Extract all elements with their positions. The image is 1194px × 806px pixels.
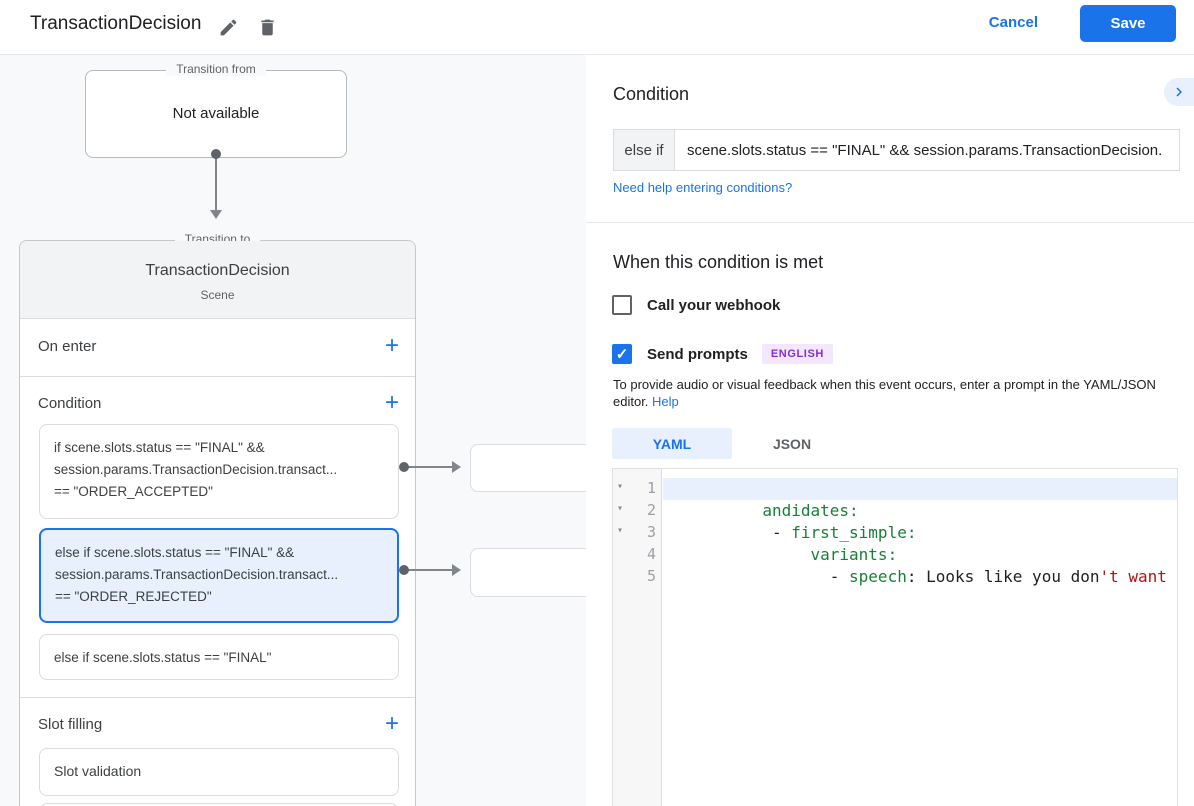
call-webhook-checkbox[interactable] <box>612 295 632 315</box>
condition-section-label: Condition <box>38 395 102 412</box>
collapse-panel-button[interactable] <box>1164 78 1194 106</box>
send-prompts-checkbox[interactable]: ✓ <box>612 344 632 364</box>
on-enter-section: On enter + <box>20 319 415 376</box>
trash-icon <box>260 19 274 35</box>
language-badge: ENGLISH <box>761 344 833 364</box>
code-line-1: andidates: <box>666 478 858 520</box>
scene-card-header[interactable]: TransactionDecision Scene <box>20 241 415 319</box>
app-header: TransactionDecision Cancel Save <box>0 0 1194 55</box>
condition-text-line: else if scene.slots.status == "FINAL" <box>54 650 272 665</box>
condition-text-line: == "ORDER_REJECTED" <box>55 589 212 604</box>
condition-expression-input[interactable] <box>674 129 1180 171</box>
connector-dot[interactable] <box>399 462 409 472</box>
yaml-code-editor[interactable]: ▾ 1 ▾ 2 ▾ 3 4 5 <box>612 468 1178 806</box>
tab-json[interactable]: JSON <box>732 428 852 459</box>
send-prompts-row: ✓ Send prompts ENGLISH <box>612 344 833 364</box>
code-line-4: - speech: Looks like you don't want to o… <box>666 544 1177 586</box>
arrowhead-down-icon <box>210 210 222 219</box>
add-slot-button[interactable]: + <box>384 710 399 737</box>
prompt-description-text: To provide audio or visual feedback when… <box>613 377 1156 409</box>
fold-arrow-icon[interactable]: ▾ <box>617 481 624 492</box>
scene-name: TransactionDecision <box>145 262 290 279</box>
connector-dot[interactable] <box>211 149 221 159</box>
scene-card: Transition to TransactionDecision Scene … <box>19 232 416 806</box>
line-number: 1 <box>646 479 656 497</box>
add-condition-button[interactable]: + <box>384 389 399 416</box>
active-line-highlight <box>663 478 1177 500</box>
transition-from-value: Not available <box>172 105 260 122</box>
fold-arrow-icon[interactable]: ▾ <box>617 503 624 514</box>
send-prompts-label: Send prompts <box>647 345 748 363</box>
yaml-key: first_simple: <box>791 523 917 542</box>
chevron-right-icon <box>1176 87 1182 97</box>
call-webhook-label: Call your webhook <box>647 296 781 314</box>
connector-line <box>408 466 452 468</box>
condition-item-rejected-selected[interactable]: else if scene.slots.status == "FINAL" &&… <box>39 528 399 623</box>
on-enter-label: On enter <box>38 338 97 355</box>
connector-line <box>215 158 217 210</box>
transition-from-legend: Transition from <box>86 62 346 76</box>
yaml-key: andidates: <box>762 501 859 520</box>
pencil-icon <box>220 19 236 35</box>
edit-title-button[interactable] <box>213 12 243 42</box>
yaml-key: variants: <box>810 545 898 564</box>
code-line-3: variants: <box>666 522 898 564</box>
divider <box>586 222 1194 223</box>
prompt-description: To provide audio or visual feedback when… <box>613 376 1178 410</box>
fold-arrow-icon[interactable]: ▾ <box>617 525 624 536</box>
condition-section: Condition + if scene.slots.status == "FI… <box>20 376 415 698</box>
slot-validation-item[interactable]: Slot validation <box>39 748 399 796</box>
condition-item-final[interactable]: else if scene.slots.status == "FINAL" <box>39 634 399 680</box>
transition-from-box: Transition from Not available <box>85 62 347 158</box>
add-on-enter-button[interactable]: + <box>384 332 399 359</box>
line-number: 2 <box>646 501 656 519</box>
condition-detail-panel: Condition else if Need help entering con… <box>586 55 1194 806</box>
condition-text-line: == "ORDER_ACCEPTED" <box>54 484 213 499</box>
arrowhead-right-icon <box>452 461 461 473</box>
when-condition-met-title: When this condition is met <box>613 252 824 272</box>
transition-target-box[interactable] <box>470 548 592 597</box>
yaml-string: 't want to order anyt <box>1099 567 1177 586</box>
panel-title: Condition <box>613 84 690 104</box>
save-button[interactable]: Save <box>1080 5 1176 42</box>
page-title: TransactionDecision <box>30 13 202 34</box>
condition-item-accepted[interactable]: if scene.slots.status == "FINAL" && sess… <box>39 424 399 519</box>
tab-yaml[interactable]: YAML <box>612 428 732 459</box>
webhook-row: Call your webhook <box>612 295 780 315</box>
editor-code-area[interactable]: andidates: - first_simple: variants: - s… <box>663 469 1177 806</box>
cancel-button[interactable]: Cancel <box>988 14 1038 31</box>
yaml-key: speech <box>849 567 907 586</box>
code-line-2: - first_simple: <box>666 500 917 542</box>
arrowhead-right-icon <box>452 564 461 576</box>
condition-input-row: else if <box>613 129 1180 171</box>
transition-target-box[interactable] <box>470 444 592 492</box>
condition-text-line: if scene.slots.status == "FINAL" && <box>54 440 265 455</box>
slot-filling-section: Slot filling + Slot validation <box>20 698 415 806</box>
yaml-value: : Looks like you don <box>906 567 1100 586</box>
condition-type-label: else if <box>613 129 674 171</box>
help-link[interactable]: Help <box>652 394 679 409</box>
delete-scene-button[interactable] <box>252 12 282 42</box>
condition-help-link[interactable]: Need help entering conditions? <box>613 180 793 195</box>
editor-tabs: YAML JSON <box>612 428 852 459</box>
connector-dot[interactable] <box>399 565 409 575</box>
connector-line <box>408 569 452 571</box>
condition-text-line: session.params.TransactionDecision.trans… <box>54 462 338 477</box>
condition-text-line: session.params.TransactionDecision.trans… <box>55 567 339 582</box>
slot-filling-label: Slot filling <box>38 716 103 733</box>
line-number: 4 <box>646 545 656 563</box>
check-icon: ✓ <box>615 346 629 363</box>
scene-type-label: Scene <box>200 288 235 302</box>
editor-gutter: ▾ 1 ▾ 2 ▾ 3 4 5 <box>613 469 662 806</box>
line-number: 3 <box>646 523 656 541</box>
yaml-dash: - <box>762 567 850 586</box>
yaml-dash: - <box>762 523 792 542</box>
line-number: 5 <box>646 567 656 585</box>
condition-text-line: else if scene.slots.status == "FINAL" && <box>55 545 295 560</box>
